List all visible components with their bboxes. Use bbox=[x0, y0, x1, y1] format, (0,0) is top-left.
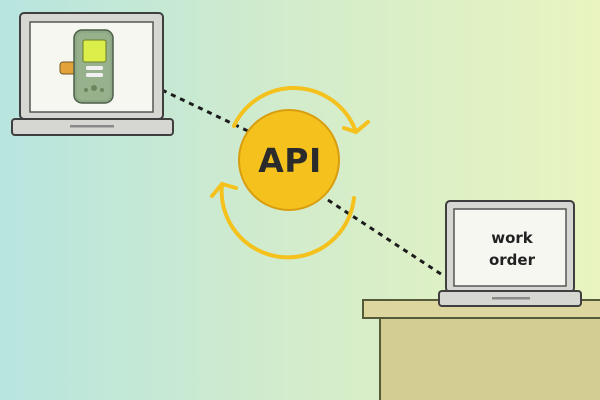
work-order-line-2: order bbox=[488, 251, 535, 269]
work-order-label: work order bbox=[454, 224, 570, 274]
sync-arrows-icon bbox=[210, 86, 370, 260]
work-order-line-1: work bbox=[491, 229, 533, 247]
api-label: API bbox=[258, 140, 322, 180]
connection-line-right bbox=[327, 198, 445, 278]
desk-icon bbox=[362, 299, 600, 400]
api-circle bbox=[238, 109, 340, 211]
right-laptop-icon bbox=[438, 200, 582, 307]
handheld-scanner-icon bbox=[59, 29, 114, 104]
connection-line-left bbox=[161, 88, 251, 134]
